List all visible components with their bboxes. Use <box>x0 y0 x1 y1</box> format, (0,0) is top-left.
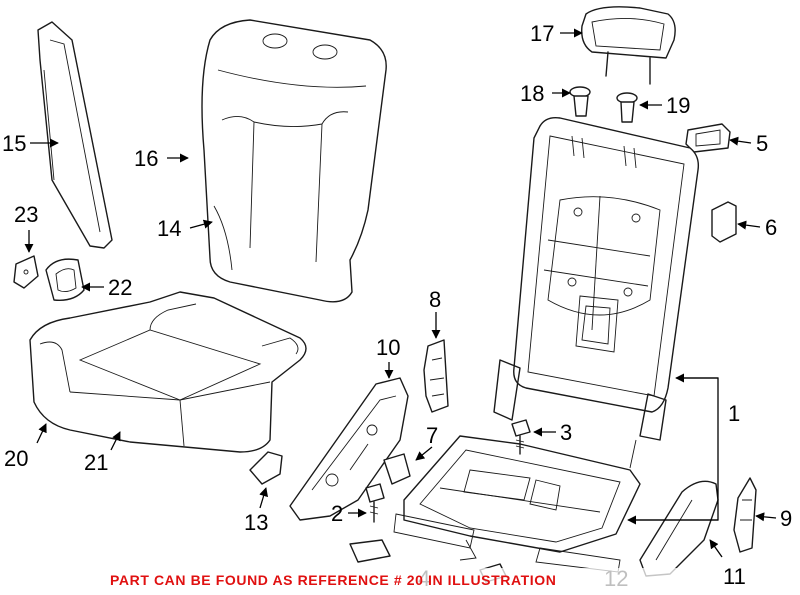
seat-cushion-part <box>29 291 307 453</box>
callout-17: 17 <box>530 21 554 46</box>
footnote-backdrop <box>110 568 694 590</box>
latch-cover-part-5 <box>685 123 731 153</box>
callout-7: 7 <box>426 423 438 448</box>
callout-21: 21 <box>84 450 108 475</box>
leader-lines <box>24 28 777 558</box>
clip-part-4 <box>349 539 391 563</box>
cap-part-13 <box>249 451 283 485</box>
callout-22: 22 <box>108 275 132 300</box>
bracket-part-8 <box>423 339 449 413</box>
callout-5: 5 <box>756 131 768 156</box>
callout-18: 18 <box>520 81 544 106</box>
callout-16: 16 <box>134 146 158 171</box>
callout-9: 9 <box>780 506 792 531</box>
callout-1: 1 <box>728 401 740 426</box>
callout-8: 8 <box>429 287 441 312</box>
side-trim-panel-part <box>37 21 113 249</box>
seatback-cushion-part <box>201 19 387 303</box>
headrest-part <box>581 6 676 85</box>
callout-13: 13 <box>244 510 268 535</box>
callout-2: 2 <box>331 501 343 526</box>
callout-23: 23 <box>14 202 38 227</box>
bracket-part-9 <box>733 477 757 553</box>
callout-14: 14 <box>157 216 181 241</box>
guide-part-19 <box>616 92 638 123</box>
clip-part-23 <box>13 255 39 289</box>
guide-part-18 <box>569 86 591 117</box>
outer-trim-part-11 <box>639 480 719 577</box>
callout-11: 11 <box>723 564 746 589</box>
callout-10: 10 <box>376 335 400 360</box>
bolt-part-2 <box>365 483 385 523</box>
hinge-cover-part-10 <box>289 377 409 521</box>
callout-3: 3 <box>560 420 572 445</box>
footnote-text: PART CAN BE FOUND AS REFERENCE # 20 IN I… <box>110 572 556 588</box>
callout-19: 19 <box>666 93 690 118</box>
seatback-frame-part <box>493 116 700 469</box>
callout-20: 20 <box>4 446 28 471</box>
clip-part-7 <box>383 453 411 485</box>
bezel-part-22 <box>45 258 85 301</box>
callout-6: 6 <box>765 215 777 240</box>
callout-15: 15 <box>2 131 26 156</box>
button-part-6 <box>711 201 737 243</box>
seat-base-frame-part <box>393 435 641 573</box>
bolt-part-3 <box>511 419 531 455</box>
